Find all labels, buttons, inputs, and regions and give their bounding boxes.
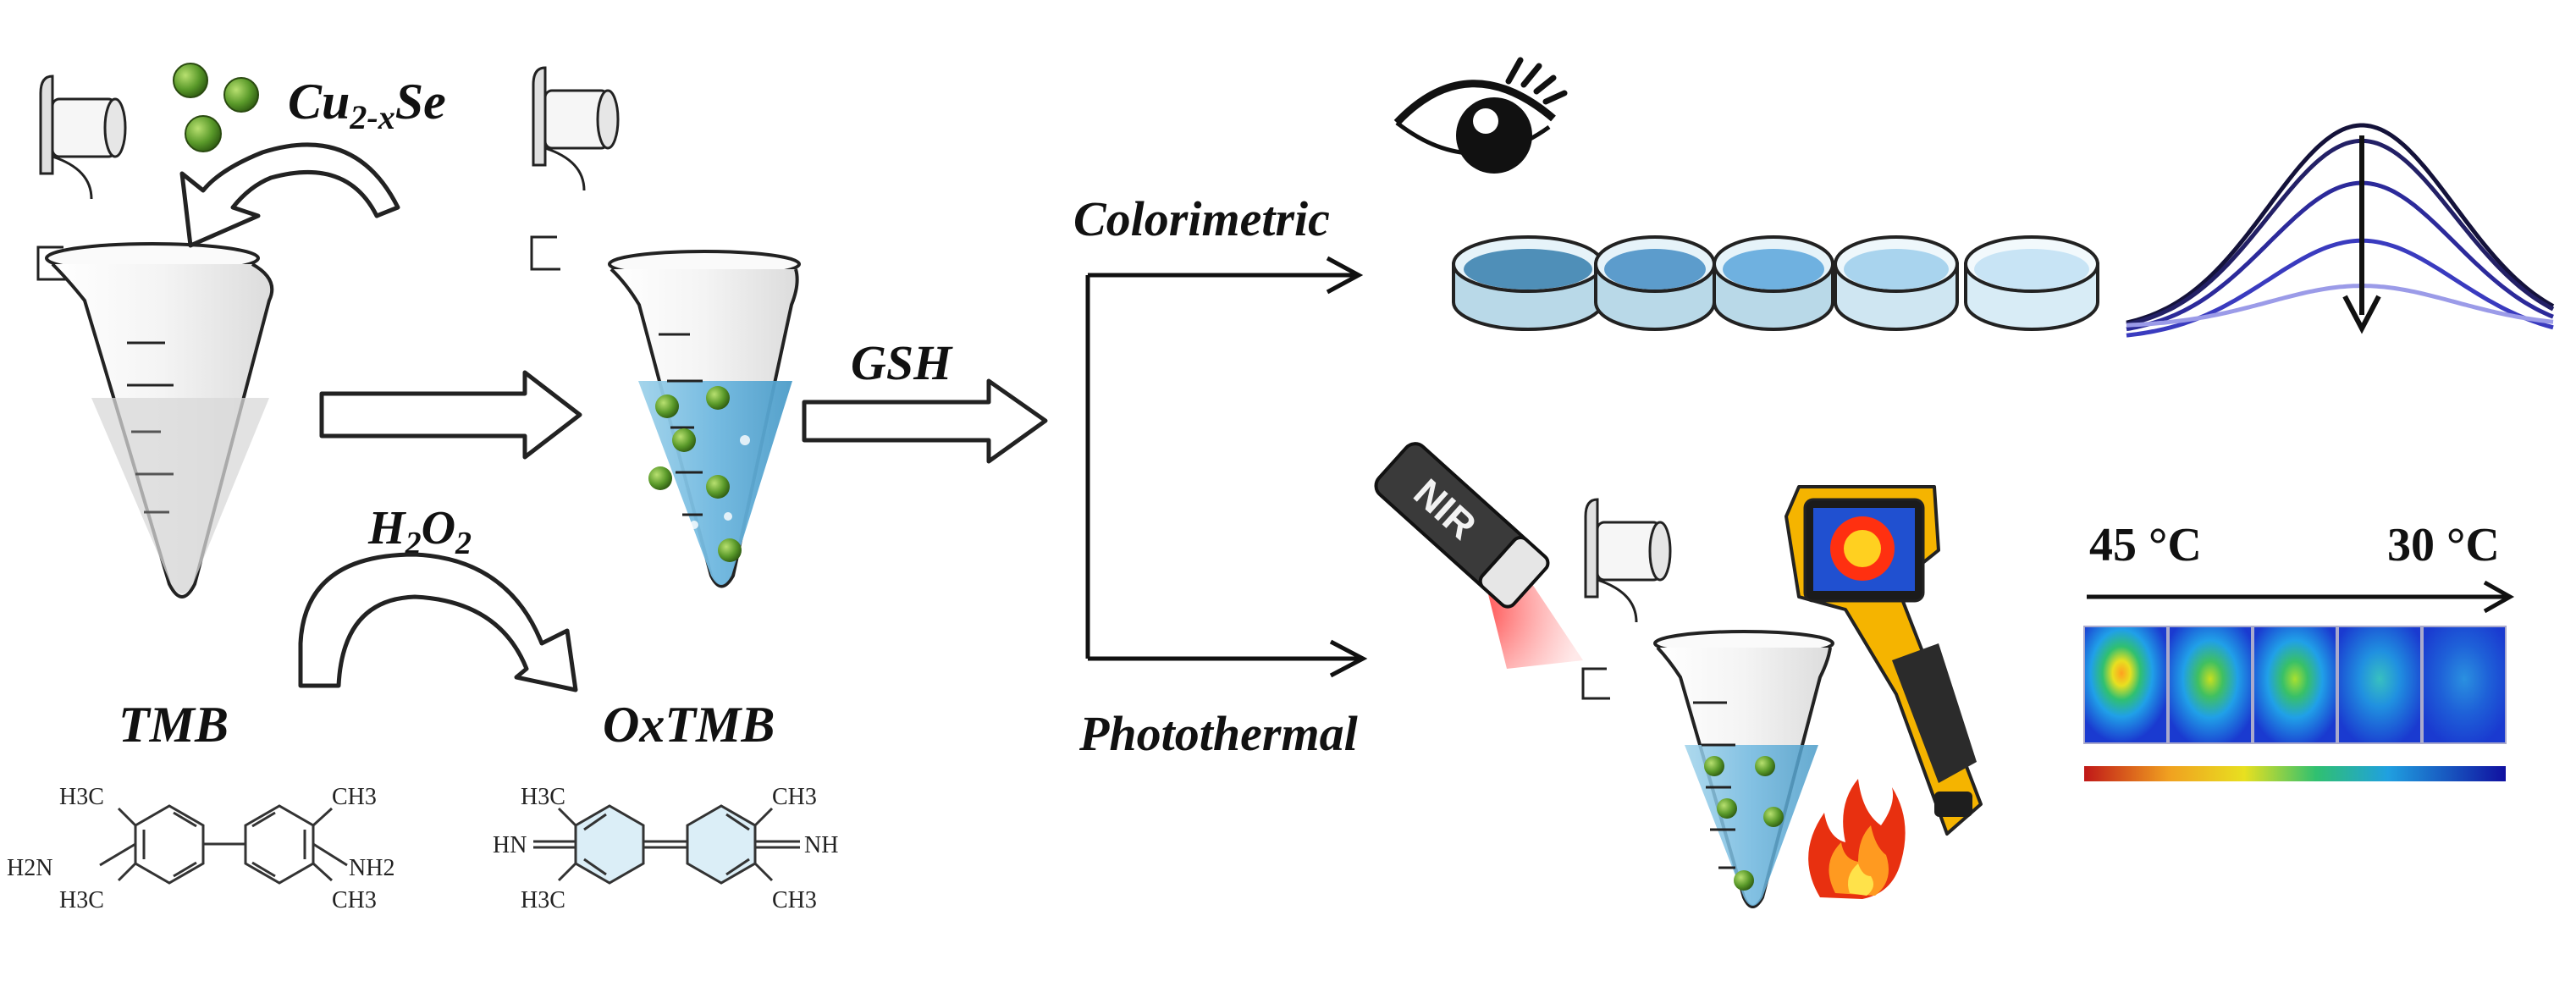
temp-low-label: 30 °C [2387,519,2500,571]
dish-1 [1452,235,1604,331]
branch-lines [1085,256,1368,678]
dish-5-liquid [1974,249,2089,290]
oxtmb-methyl-br: CH3 [772,887,817,913]
substrate-label: TMB [119,697,229,753]
nanoparticle-label: Cu2-xSe [288,74,446,136]
tmb-methyl-br: CH3 [332,887,377,913]
thermal-image-4 [2337,626,2422,744]
dish-3 [1713,235,1834,331]
temp-high-label: 45 °C [2089,519,2202,571]
colorimetric-label: Colorimetric [1073,191,1330,246]
analyte-label: GSH [851,335,953,390]
oxtmb-imine-left: HN [493,832,527,858]
spectrum-curve-2 [2126,138,2555,327]
tmb-methyl-bl: H3C [59,887,104,913]
tmb-methyl-tl: H3C [59,784,104,810]
dish-4-liquid [1844,249,1949,290]
gsh-arrow [802,378,1048,464]
thermal-images [2083,626,2507,744]
oxtmb-structure [533,804,800,885]
absorbance-spectra [2126,123,2555,338]
spectrum-curve-1 [2126,123,2555,325]
dish-3-liquid [1723,249,1824,290]
oxtmb-methyl-bl: H3C [521,887,565,913]
nanoparticles [173,63,259,152]
process-arrow-1 [319,370,582,460]
temperature-arrow [2087,580,2515,614]
oxtmb-methyl-tr: CH3 [772,784,817,810]
oxtmb-methyl-tl: H3C [521,784,565,810]
dish-4 [1834,235,1959,331]
eye-icon [1393,57,1568,174]
tube-tmb [36,74,274,599]
nir-laser: NIR [1374,442,1583,669]
tmb-amine-left: H2N [7,855,52,881]
oxtmb-imine-right: NH [804,832,838,858]
addition-arrow [179,142,400,248]
dish-1-liquid [1464,249,1592,290]
product-label: OxTMB [603,697,775,753]
dish-2 [1594,235,1716,331]
dish-5 [1964,235,2099,331]
dish-2-liquid [1604,249,1706,290]
thermal-image-3 [2253,626,2337,744]
thermal-image-5 [2422,626,2507,744]
thermal-color-scale [2084,766,2506,781]
flame-icon [1808,779,1906,899]
thermal-image-2 [2168,626,2253,744]
tmb-structure [99,804,348,885]
photothermal-label: Photothermal [1078,706,1359,761]
thermal-camera-icon [1784,485,1983,836]
tube-oxtmb [530,66,801,588]
oxidant-label: H2O2 [367,502,472,561]
spectrum-curve-3 [2126,180,2554,332]
tmb-amine-right: NH2 [349,855,394,881]
colorimetric-dishes [1452,235,2099,331]
decrease-arrow [2342,135,2381,334]
thermal-image-1 [2083,626,2168,744]
tmb-methyl-tr: CH3 [332,784,377,810]
tube-photothermal [1581,498,1834,908]
spectrum-curve-5 [2126,284,2554,328]
oxidation-arrow [298,552,578,692]
